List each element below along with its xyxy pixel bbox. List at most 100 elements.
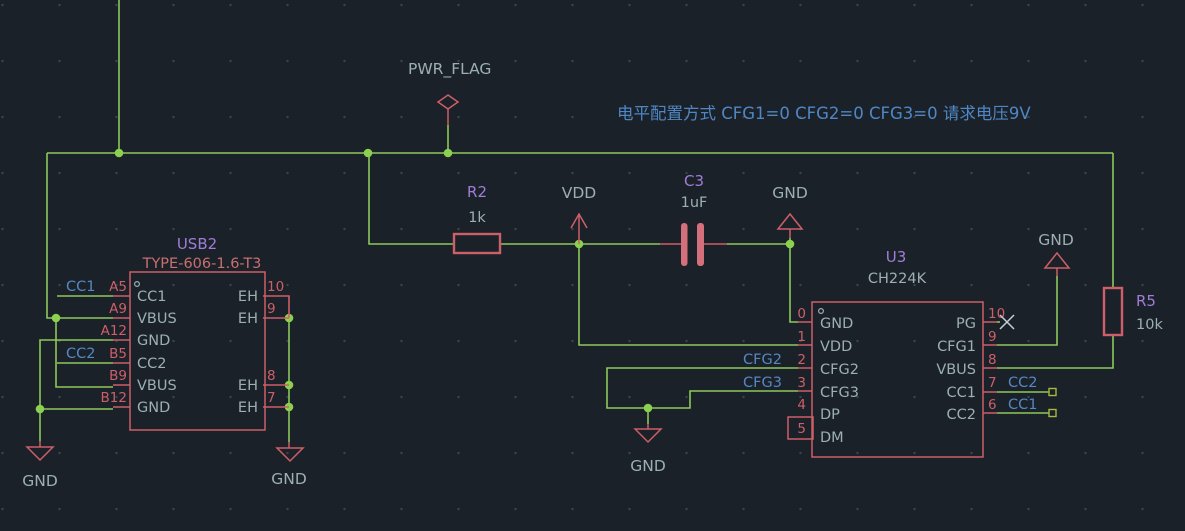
resistor-body[interactable]: [1102, 286, 1124, 337]
junction-dot: [51, 313, 61, 323]
pin-number: 2: [797, 352, 806, 368]
value-label[interactable]: 1k: [468, 210, 486, 226]
pin-number: 8: [267, 368, 276, 384]
capacitor-plate[interactable]: [681, 223, 688, 266]
component-r2[interactable]: R2 1k: [452, 183, 502, 255]
value-label[interactable]: CH224K: [868, 271, 927, 287]
gnd-label[interactable]: GND: [271, 470, 307, 488]
capacitor-plate[interactable]: [697, 223, 704, 266]
net-label-cfg3[interactable]: CFG3: [743, 375, 782, 391]
config-annotation[interactable]: 电平配置方式 CFG1=0 CFG2=0 CFG3=0 请求电压9V: [617, 104, 1031, 123]
wire-cfg1-gnd[interactable]: [997, 276, 1058, 346]
u3-body[interactable]: [811, 301, 984, 458]
gnd-label[interactable]: GND: [630, 457, 666, 475]
no-connect-x-icon: [999, 314, 1015, 330]
component-c3[interactable]: C3 1uF: [660, 172, 727, 266]
gnd-label[interactable]: GND: [772, 184, 808, 202]
gnd-symbol-cfg1[interactable]: [1043, 251, 1071, 276]
gnd-triangle-icon[interactable]: [25, 446, 55, 462]
component-usb2[interactable]: USB2 TYPE-606-1.6-T3 A5 A9 A12 B5 B9 B12…: [101, 235, 290, 431]
wire-usb-vbus-a9[interactable]: [46, 153, 113, 319]
pin-number: A9: [109, 301, 127, 317]
refdes-label[interactable]: C3: [684, 172, 704, 190]
gnd-triangle-icon[interactable]: [633, 428, 663, 444]
pin-number: 0: [797, 306, 806, 322]
refdes-label[interactable]: R2: [467, 183, 487, 201]
pin-number: B9: [109, 368, 127, 384]
wire-usb-gnd-a12[interactable]: [39, 339, 113, 409]
gnd-triangle-icon[interactable]: [275, 447, 305, 463]
vdd-symbol[interactable]: [570, 212, 588, 244]
pin-name: VBUS: [137, 378, 177, 394]
pin-number: B12: [101, 390, 127, 406]
pin-name: CFG1: [937, 339, 976, 355]
pin-name: CC1: [947, 385, 976, 401]
value-label[interactable]: 1uF: [681, 195, 708, 211]
pin-name: VDD: [820, 339, 852, 355]
pwr-flag-label[interactable]: PWR_FLAG: [408, 60, 491, 79]
vdd-arrow-icon[interactable]: [570, 212, 588, 229]
value-label[interactable]: TYPE-606-1.6-T3: [142, 256, 262, 272]
pin-number: 10: [988, 306, 1005, 322]
gnd-symbol-usb-left[interactable]: [25, 441, 55, 462]
gnd-symbol-usb-right[interactable]: [275, 442, 305, 463]
pin-number: A5: [109, 279, 127, 295]
wire-usb-vbus-b9[interactable]: [55, 318, 113, 388]
gnd-triangle-icon[interactable]: [1043, 251, 1071, 269]
refdes-label[interactable]: USB2: [177, 235, 217, 253]
net-label-cc2[interactable]: CC2: [1008, 375, 1037, 391]
net-label-cfg2[interactable]: CFG2: [743, 352, 782, 368]
pin-number: B5: [109, 346, 127, 362]
gnd-label[interactable]: GND: [1038, 231, 1074, 249]
junction-dot: [443, 148, 453, 158]
pin-number: A12: [101, 323, 127, 339]
pin5-box: [787, 416, 814, 440]
net-label-cc1[interactable]: CC1: [1008, 397, 1037, 413]
wire-r2-left[interactable]: [368, 153, 454, 245]
gnd-symbol-c3[interactable]: [776, 212, 804, 238]
pin-name: VBUS: [936, 362, 976, 378]
component-u3[interactable]: U3 CH224K 0 1 2 3 4 5 GND VDD CFG2 CFG3 …: [787, 248, 1005, 458]
gnd-label[interactable]: GND: [22, 472, 58, 490]
pin-number: 7: [267, 390, 276, 406]
pin-number: 9: [267, 301, 276, 317]
usb2-right-pin-stubs: [263, 295, 290, 408]
pwr-flag-diamond-icon[interactable]: [436, 94, 460, 110]
pin-name: CC1: [137, 289, 166, 305]
pwr-flag-symbol[interactable]: [436, 94, 460, 125]
component-r5[interactable]: R5 10k: [1102, 286, 1163, 337]
pin-name: GND: [137, 400, 170, 416]
pin-number: 10: [267, 279, 284, 295]
resistor-body[interactable]: [452, 232, 502, 255]
pin-number: 5: [797, 421, 806, 437]
pin-name: EH: [238, 400, 258, 416]
junction-dot: [363, 148, 373, 158]
pin-number: 7: [988, 375, 997, 391]
wire-end-square[interactable]: [1048, 387, 1057, 397]
wire-vbus-to-r5[interactable]: [997, 335, 1114, 369]
usb2-body[interactable]: [129, 271, 266, 431]
net-label-cc2[interactable]: CC2: [66, 346, 95, 362]
gnd-triangle-icon[interactable]: [776, 212, 804, 230]
refdes-label[interactable]: U3: [886, 248, 907, 266]
gnd-symbol-cfg[interactable]: [633, 424, 663, 444]
wire-end-square[interactable]: [1048, 408, 1057, 418]
value-label[interactable]: 10k: [1136, 317, 1163, 333]
junction-dots: [35, 148, 795, 414]
usb2-left-pin-stubs: [113, 295, 130, 408]
pin-name: DM: [820, 430, 844, 446]
pin-name: CC2: [137, 356, 166, 372]
refdes-label[interactable]: R5: [1136, 292, 1156, 310]
u3-right-pin-stubs: [983, 321, 997, 414]
pin-name: VBUS: [137, 311, 177, 327]
pin-number: 6: [988, 397, 997, 413]
wire-vdd-to-u3[interactable]: [578, 244, 798, 346]
pin-number: 8: [988, 352, 997, 368]
junction-dot: [35, 404, 45, 414]
pin-name: GND: [820, 316, 853, 332]
net-label-cc1[interactable]: CC1: [66, 279, 95, 295]
pin-number: 9: [988, 329, 997, 345]
vdd-label[interactable]: VDD: [562, 184, 597, 202]
